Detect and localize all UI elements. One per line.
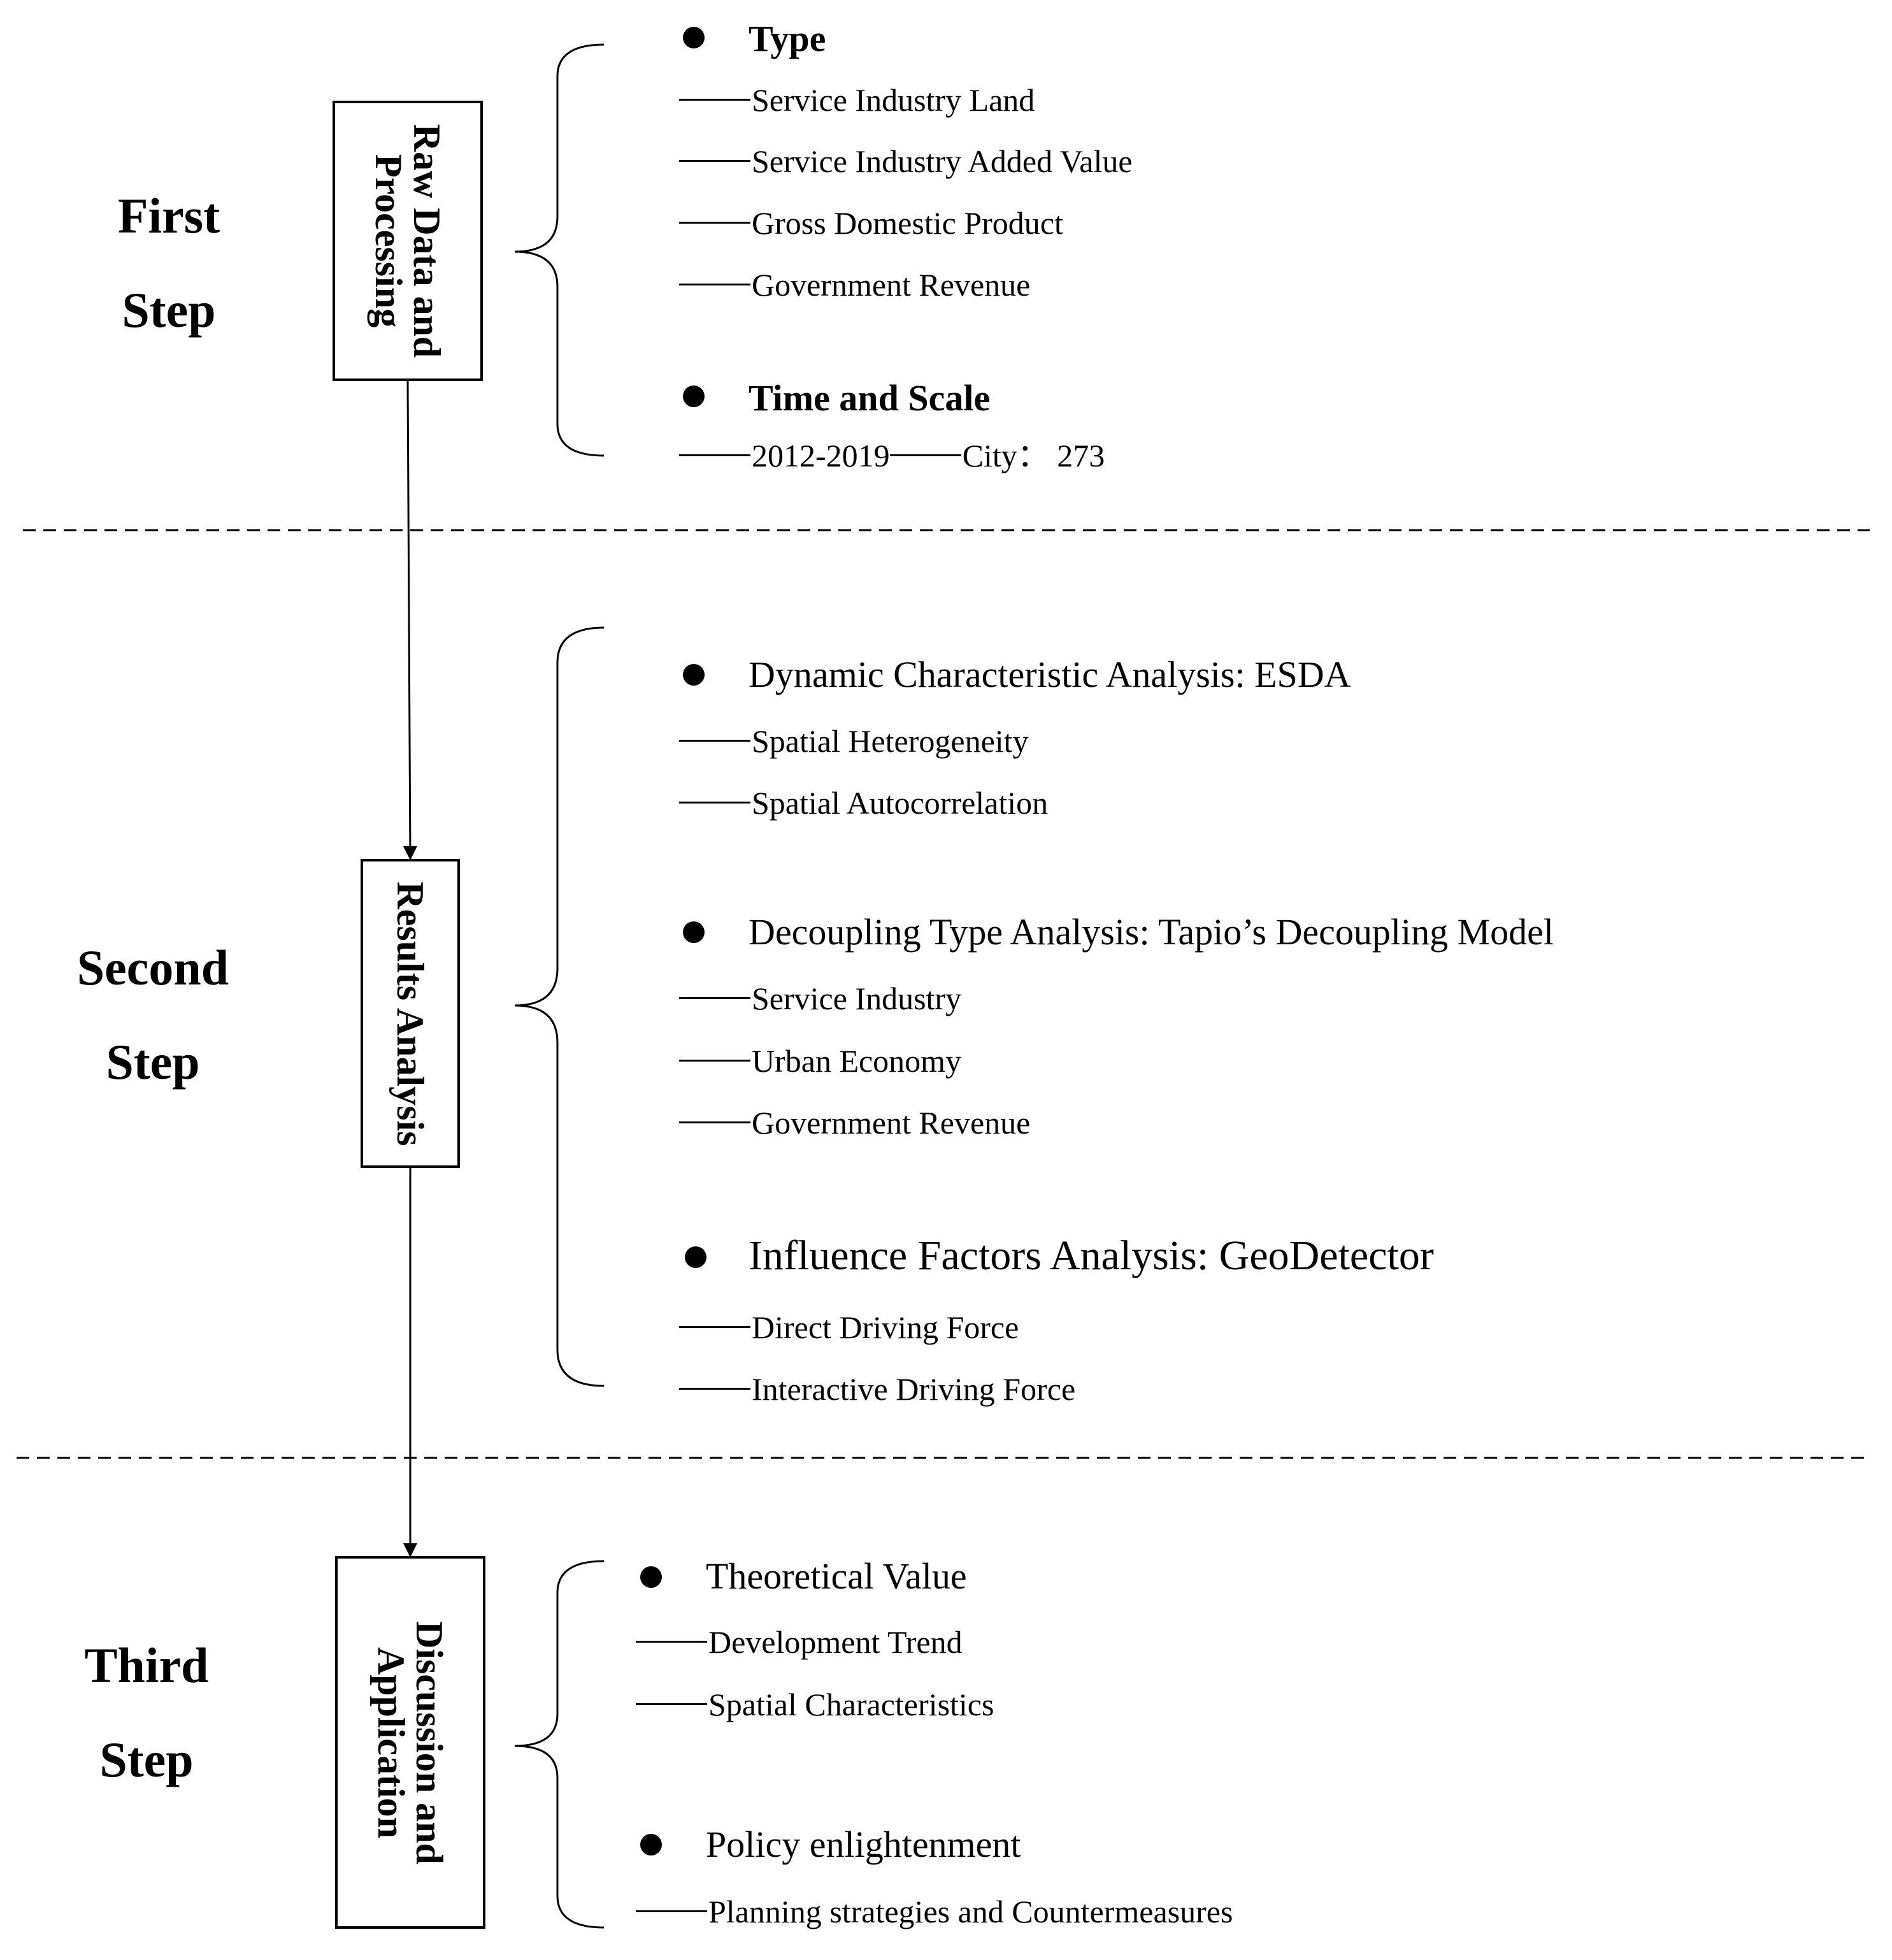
step-label-line: Third <box>84 1638 209 1693</box>
list-item-text: Spatial Heterogeneity <box>752 723 1029 759</box>
step-label-line: Second <box>76 940 229 995</box>
group-heading-theoretical: Theoretical Value <box>706 1555 967 1597</box>
list-item-text: Development Trend <box>708 1624 963 1660</box>
list-item: 2012-2019 City： 273 <box>679 440 1105 472</box>
step-label-line: Step <box>122 282 216 338</box>
list-item-text: Planning strategies and Countermeasures <box>708 1894 1233 1929</box>
bullet-icon <box>683 921 705 943</box>
list-item: Service Industry Land <box>679 84 1035 116</box>
bullet-icon <box>683 664 705 686</box>
list-item-text: Service Industry <box>752 981 962 1016</box>
box-label-line: Application <box>370 1647 412 1838</box>
step-label-line: Step <box>99 1732 194 1787</box>
dash-line <box>679 1388 750 1390</box>
list-item-text: Interactive Driving Force <box>752 1371 1076 1407</box>
list-item: Planning strategies and Countermeasures <box>636 1896 1233 1928</box>
list-item: Service Industry Added Value <box>679 145 1133 177</box>
step-label-line: First <box>117 188 220 243</box>
box-discussion-application: Discussion and Application <box>335 1556 485 1929</box>
dash-line <box>679 1060 750 1062</box>
list-item-text: Spatial Autocorrelation <box>752 785 1049 821</box>
list-item: Government Revenue <box>679 1107 1030 1139</box>
list-item-text: Government Revenue <box>752 267 1031 303</box>
step-label-third: Third Step <box>70 1641 223 1785</box>
list-item: Urban Economy <box>679 1045 961 1077</box>
bullet-icon <box>640 1834 662 1856</box>
box-raw-data-processing: Raw Data and Processing <box>333 101 483 381</box>
dash-line <box>679 1121 750 1124</box>
dash-line <box>679 1326 750 1329</box>
group-heading-time-scale: Time and Scale <box>749 377 991 419</box>
step-label-line: Step <box>106 1034 200 1090</box>
bullet-icon <box>683 27 705 48</box>
box-label-line: Results Analysis <box>389 881 431 1146</box>
box-label: Raw Data and Processing <box>368 124 448 358</box>
dash-line <box>679 997 750 1000</box>
list-item-text: Service Industry Land <box>752 82 1035 118</box>
bullet-icon <box>683 386 705 407</box>
bullet-icon <box>640 1566 662 1588</box>
list-item-text: Urban Economy <box>752 1043 962 1079</box>
group-heading-policy: Policy enlightenment <box>706 1824 1021 1865</box>
list-item-text: Service Industry Added Value <box>752 143 1133 179</box>
group-heading-dynamic: Dynamic Characteristic Analysis: ESDA <box>749 654 1351 695</box>
step-label-first: First Step <box>96 191 242 335</box>
list-item: Gross Domestic Product <box>679 207 1063 239</box>
step-label-second: Second Step <box>64 943 242 1087</box>
group-heading-decoupling: Decoupling Type Analysis: Tapio’s Decoup… <box>749 911 1554 953</box>
list-item-text: City： 273 <box>962 438 1105 473</box>
dash-line <box>636 1703 707 1706</box>
group-heading-influence: Influence Factors Analysis: GeoDetector <box>749 1232 1434 1279</box>
box-label-line: Processing <box>368 154 410 328</box>
list-item: Service Industry <box>679 983 961 1014</box>
list-item: Development Trend <box>636 1626 963 1658</box>
box-label: Results Analysis <box>389 881 431 1146</box>
dash-line <box>636 1641 707 1643</box>
dash-line <box>636 1910 707 1913</box>
list-item: Government Revenue <box>679 269 1030 301</box>
brace-step3 <box>514 1560 605 1929</box>
dash-line <box>679 802 750 804</box>
list-item-text: Gross Domestic Product <box>752 205 1063 241</box>
dash-line <box>679 454 750 457</box>
group-heading-type: Type <box>749 18 826 59</box>
list-item: Spatial Characteristics <box>636 1689 994 1720</box>
bullet-icon <box>685 1246 706 1268</box>
box-results-analysis: Results Analysis <box>361 859 460 1168</box>
list-item-text: Spatial Characteristics <box>708 1687 994 1722</box>
box-label-line: Discussion and <box>408 1620 450 1864</box>
dash-line <box>889 454 961 457</box>
box-label-line: Raw Data and <box>406 124 448 358</box>
dash-line <box>679 222 750 224</box>
list-item: Spatial Autocorrelation <box>679 787 1048 819</box>
dash-line <box>679 284 750 286</box>
brace-step1 <box>514 43 605 457</box>
arrow-step1-to-step2 <box>403 380 417 860</box>
list-item: Spatial Heterogeneity <box>679 725 1029 757</box>
list-item-text: Government Revenue <box>752 1105 1031 1141</box>
list-item-text: 2012-2019 <box>752 438 890 473</box>
box-label: Discussion and Application <box>370 1620 450 1864</box>
list-item: Direct Driving Force <box>679 1311 1019 1343</box>
dash-line <box>679 99 750 101</box>
brace-step2 <box>514 626 605 1387</box>
dash-line <box>679 740 750 742</box>
list-item: Interactive Driving Force <box>679 1373 1075 1405</box>
dash-line <box>679 160 750 162</box>
list-item-text: Direct Driving Force <box>752 1309 1019 1345</box>
